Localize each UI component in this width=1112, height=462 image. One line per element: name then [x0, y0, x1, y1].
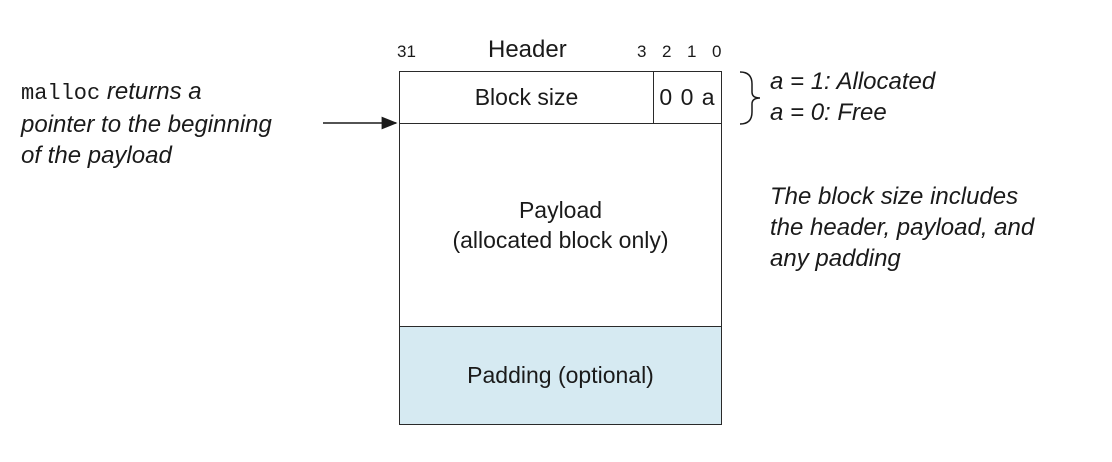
bit-label-2: 2 [662, 42, 672, 61]
block-size-label: Block size [474, 84, 579, 110]
memory-block: Block size 0 0 a Payload (allocated bloc… [399, 71, 722, 425]
malloc-code: malloc [21, 81, 101, 106]
payload-label: Payload [518, 197, 603, 223]
malloc-note: malloc returns a pointer to the beginnin… [21, 76, 272, 171]
bit-label-3: 3 [637, 42, 647, 61]
malloc-note-line3: of the payload [21, 142, 172, 169]
flag-brace [739, 71, 761, 125]
flag-bits-field: 0 0 a [654, 72, 721, 123]
bit-label-1: 1 [687, 42, 697, 61]
block-size-field: Block size [400, 72, 654, 123]
malloc-note-line1: returns a [100, 78, 202, 105]
payload-region: Payload (allocated block only) [400, 124, 721, 326]
flag-legend-allocated: a = 1: Allocated [770, 68, 936, 95]
flag-legend: a = 1: Allocated a = 0: Free [770, 66, 935, 128]
payload-sublabel: (allocated block only) [452, 227, 669, 253]
bit-label-0: 0 [712, 42, 722, 61]
malloc-note-line2: pointer to the beginning [21, 111, 272, 138]
padding-label: Padding (optional) [467, 362, 654, 388]
bit-label-31: 31 [397, 42, 416, 61]
padding-region: Padding (optional) [400, 326, 721, 424]
header-title: Header [488, 36, 567, 63]
header-row: Block size 0 0 a [400, 72, 721, 124]
flag-bits-label: 0 0 a [659, 84, 716, 110]
block-size-note-line2: the header, payload, and [770, 214, 1035, 241]
block-size-note-line3: any padding [770, 245, 901, 272]
block-size-note: The block size includes the header, payl… [770, 181, 1034, 274]
flag-legend-free: a = 0: Free [770, 99, 887, 126]
block-size-note-line1: The block size includes [770, 183, 1019, 210]
